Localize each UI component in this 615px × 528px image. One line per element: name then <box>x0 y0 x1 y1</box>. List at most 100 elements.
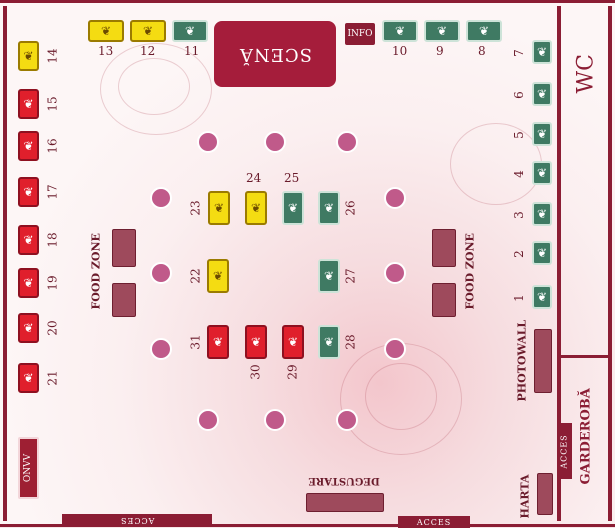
stall-8[interactable]: ❦ <box>466 20 502 42</box>
wine-glasses-icon: ❦ <box>212 269 224 283</box>
stall-24[interactable]: ❦ <box>245 191 267 225</box>
onvv-stand[interactable]: ONVV <box>18 437 39 499</box>
table-circle[interactable] <box>384 262 406 284</box>
stall-number-8: 8 <box>478 44 486 58</box>
stall-31[interactable]: ❦ <box>207 325 229 359</box>
stall-11[interactable]: ❦ <box>172 20 208 42</box>
table-circle[interactable] <box>264 131 286 153</box>
stall-28[interactable]: ❦ <box>318 325 340 359</box>
stall-2[interactable]: ❦ <box>532 241 552 265</box>
stall-10[interactable]: ❦ <box>382 20 418 42</box>
left-wall <box>3 6 7 521</box>
stall-5[interactable]: ❦ <box>532 122 552 146</box>
wine-glasses-icon: ❦ <box>184 24 196 38</box>
table-circle[interactable] <box>197 409 219 431</box>
wine-glasses-icon: ❦ <box>536 45 548 59</box>
stall-4[interactable]: ❦ <box>532 161 552 185</box>
garderoba-label: GARDEROBĂ <box>578 388 594 485</box>
wine-glasses-icon: ❦ <box>23 185 34 199</box>
stall-20[interactable]: ❦ <box>18 313 39 343</box>
wine-glasses-icon: ❦ <box>394 24 406 38</box>
stall-number-5: 5 <box>511 131 526 139</box>
stall-6[interactable]: ❦ <box>532 82 552 106</box>
stall-number-9: 9 <box>436 44 444 58</box>
wine-glasses-icon: ❦ <box>536 246 548 260</box>
table-circle[interactable] <box>150 262 172 284</box>
stall-number-27: 27 <box>343 268 358 284</box>
stall-21[interactable]: ❦ <box>18 363 39 393</box>
stall-17[interactable]: ❦ <box>18 177 39 207</box>
stall-29[interactable]: ❦ <box>282 325 304 359</box>
photowall[interactable] <box>534 329 552 393</box>
food-zone-label: FOOD ZONE <box>89 233 103 310</box>
stall-number-16: 16 <box>45 138 60 154</box>
stall-19[interactable]: ❦ <box>18 268 39 298</box>
stall-9[interactable]: ❦ <box>424 20 460 42</box>
stall-number-23: 23 <box>188 200 203 216</box>
flower-decoration <box>365 363 437 430</box>
table-circle[interactable] <box>384 338 406 360</box>
stall-14[interactable]: ❦ <box>18 41 39 71</box>
table-circle[interactable] <box>336 131 358 153</box>
stall-number-13: 13 <box>98 44 114 58</box>
stall-22[interactable]: ❦ <box>207 259 229 293</box>
stall-23[interactable]: ❦ <box>208 191 230 225</box>
stall-15[interactable]: ❦ <box>18 89 39 119</box>
food-zone-counter[interactable] <box>432 283 456 317</box>
table-circle[interactable] <box>197 131 219 153</box>
wc-label: WC <box>573 54 599 94</box>
access-bottom-left[interactable]: ACCES <box>62 514 212 527</box>
info-point[interactable]: INFO <box>345 23 375 45</box>
stall-number-25: 25 <box>284 171 300 185</box>
stall-16[interactable]: ❦ <box>18 131 39 161</box>
stall-26[interactable]: ❦ <box>318 191 340 225</box>
stall-number-31: 31 <box>188 334 203 350</box>
stall-number-20: 20 <box>45 320 60 336</box>
degustare-counter[interactable] <box>306 493 384 512</box>
food-zone-counter[interactable] <box>112 229 136 267</box>
wine-glasses-icon: ❦ <box>250 335 262 349</box>
stage[interactable]: SCENĂ <box>214 21 336 87</box>
right-wall <box>608 6 612 521</box>
wine-glasses-icon: ❦ <box>23 139 34 153</box>
table-circle[interactable] <box>264 409 286 431</box>
table-circle[interactable] <box>150 338 172 360</box>
table-circle[interactable] <box>384 187 406 209</box>
stall-number-6: 6 <box>511 91 526 99</box>
stall-number-1: 1 <box>511 294 526 302</box>
stall-number-4: 4 <box>511 170 526 178</box>
wine-glasses-icon: ❦ <box>436 24 448 38</box>
harta-board[interactable] <box>537 473 553 515</box>
stall-25[interactable]: ❦ <box>282 191 304 225</box>
table-circle[interactable] <box>150 187 172 209</box>
wine-glasses-icon: ❦ <box>478 24 490 38</box>
food-zone-label: FOOD ZONE <box>463 233 477 310</box>
access-side[interactable]: ACCES <box>557 423 572 479</box>
wine-glasses-icon: ❦ <box>213 201 225 215</box>
access-bottom-right[interactable]: ACCES <box>398 516 470 528</box>
stall-number-15: 15 <box>45 96 60 112</box>
stall-number-2: 2 <box>511 250 526 258</box>
stall-27[interactable]: ❦ <box>318 259 340 293</box>
stall-12[interactable]: ❦ <box>130 20 166 42</box>
stall-number-28: 28 <box>343 334 358 350</box>
stage-label: SCENĂ <box>238 43 312 65</box>
table-circle[interactable] <box>336 409 358 431</box>
stall-3[interactable]: ❦ <box>532 202 552 226</box>
stall-7[interactable]: ❦ <box>532 40 552 64</box>
stall-1[interactable]: ❦ <box>532 285 552 309</box>
food-zone-counter[interactable] <box>432 229 456 267</box>
stall-13[interactable]: ❦ <box>88 20 124 42</box>
food-zone-counter[interactable] <box>112 283 136 317</box>
stall-number-26: 26 <box>343 200 358 216</box>
stall-number-14: 14 <box>45 48 60 64</box>
stall-number-11: 11 <box>184 44 200 58</box>
photowall-label: PHOTOWALL <box>515 319 529 402</box>
wine-glasses-icon: ❦ <box>323 269 335 283</box>
stall-18[interactable]: ❦ <box>18 225 39 255</box>
stall-number-22: 22 <box>188 268 203 284</box>
stall-30[interactable]: ❦ <box>245 325 267 359</box>
stall-number-3: 3 <box>511 211 526 219</box>
wine-glasses-icon: ❦ <box>536 290 548 304</box>
flower-decoration <box>100 43 212 135</box>
